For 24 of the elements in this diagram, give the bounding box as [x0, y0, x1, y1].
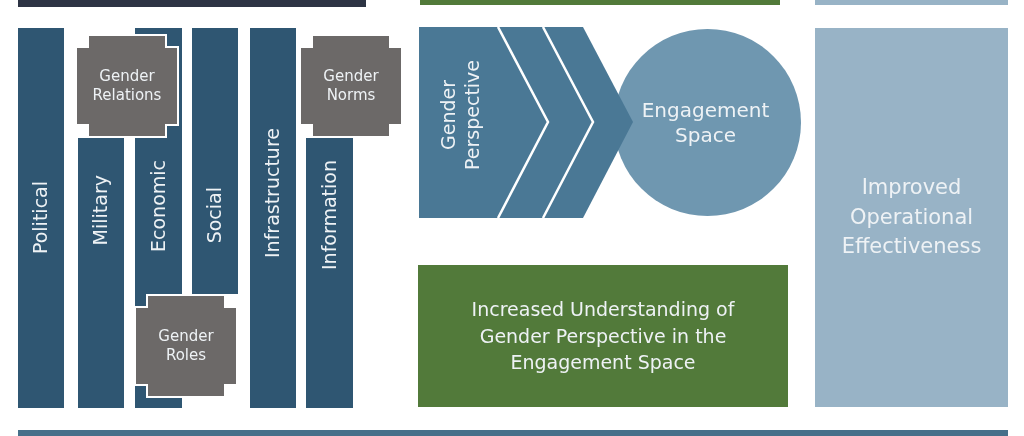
chevron-arrow-shape [419, 27, 633, 218]
notched-box [134, 294, 238, 398]
node-label: Gender Relations [91, 67, 163, 105]
column-bar [18, 28, 64, 408]
node-label: Information [317, 160, 341, 270]
column-bar [192, 28, 238, 294]
node-label: Increased Understanding of Gender Perspective in the Engagement Space [470, 297, 736, 376]
node-label: Gender Norms [322, 67, 380, 105]
node-label: Military [89, 174, 113, 246]
result-box [418, 265, 788, 407]
node-label: Infrastructure [261, 128, 285, 258]
node-label: Gender Perspective [437, 58, 484, 172]
column-bar [78, 138, 124, 408]
column-bar [250, 28, 296, 408]
notched-box [75, 34, 179, 138]
node-label: Political [29, 181, 53, 255]
node-label: Engagement Space [640, 97, 771, 148]
node-label: Gender Roles [157, 327, 215, 365]
notched-box [299, 34, 403, 138]
result-box [815, 28, 1008, 407]
node-label: Economic [146, 160, 170, 252]
node-label: Improved Operational Effectiveness [840, 174, 983, 261]
column-bar [306, 138, 353, 408]
node-label: Social [203, 186, 227, 244]
